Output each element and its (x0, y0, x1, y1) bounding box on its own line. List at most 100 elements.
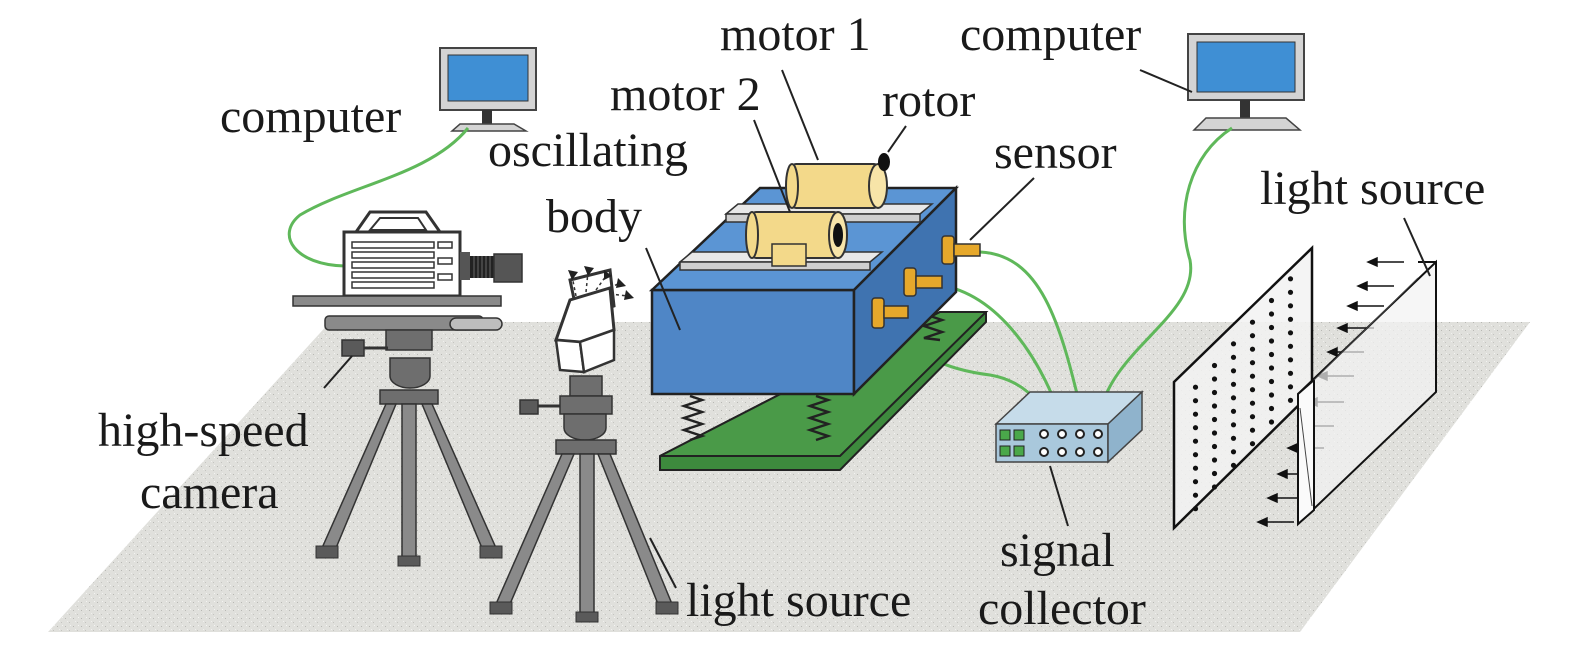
screen-dot (1287, 316, 1294, 322)
screen-dot (1230, 341, 1237, 347)
spring-icon (680, 314, 946, 442)
screen-dot (1230, 381, 1237, 387)
motor-1-icon (785, 153, 890, 209)
screen-dot (1268, 324, 1275, 331)
screen-dot (1249, 333, 1256, 339)
screen-dot (1230, 354, 1237, 360)
light-arrow-head (1276, 468, 1288, 480)
light-source-bottom-label: light source (686, 574, 911, 627)
screen-dot (1211, 416, 1218, 423)
screen-dot (1230, 449, 1237, 455)
collector-label: collector (978, 582, 1146, 635)
signal-collector-icon (994, 390, 1144, 464)
motor-1-label: motor 1 (720, 8, 871, 61)
screen-dot (1230, 435, 1237, 441)
screen-dot (1230, 462, 1237, 468)
camera-tripod-icon (292, 295, 503, 567)
screen-dot (1192, 465, 1199, 471)
screen-dot (1287, 397, 1294, 403)
screen-dot (1287, 303, 1294, 309)
screen-dot (1249, 400, 1256, 406)
screen-dot (1249, 373, 1256, 379)
screen-dot (1192, 492, 1199, 498)
screen-dot (1249, 387, 1256, 393)
screen-dot (1230, 408, 1237, 414)
lamp-light-source-icon (553, 266, 634, 374)
signal-label: signal (1000, 524, 1115, 577)
light-arrow-head (1346, 300, 1358, 312)
camera-label: camera (140, 466, 279, 519)
screen-dot (1268, 378, 1275, 385)
screen-dot (1249, 360, 1256, 366)
screen-dot (1287, 289, 1294, 295)
computer-right-icon (1187, 33, 1305, 131)
screen-dot (1249, 441, 1256, 447)
light-arrow-head (1266, 492, 1278, 504)
screen-dot (1268, 405, 1275, 412)
screen-dot (1249, 427, 1256, 433)
screen-dot (1192, 452, 1199, 458)
leader-lines (323, 69, 1431, 589)
screen-dot (1211, 376, 1218, 382)
lamp-tripod-icon (489, 375, 679, 623)
screen-dot (1192, 479, 1199, 485)
screen-dot (1249, 414, 1256, 420)
screen-dot (1268, 419, 1275, 425)
screen-dot (1192, 384, 1199, 390)
high-speed-camera-icon (342, 210, 523, 298)
screen-dot (1268, 311, 1275, 317)
screen-dot (1211, 403, 1218, 409)
screen-dot (1230, 422, 1237, 428)
screen-dot (1211, 457, 1218, 463)
computer-left-label: computer (220, 90, 401, 143)
screen-dot (1192, 438, 1199, 444)
light-source-right-label: light source (1260, 162, 1485, 215)
screen-dot (1192, 398, 1199, 404)
sensor-icon (871, 235, 981, 329)
screen-dot (1230, 395, 1237, 401)
high-speed-label: high-speed (98, 404, 309, 457)
body-label: body (546, 190, 642, 243)
cable-right-computer (1098, 126, 1233, 416)
screen-dot (1211, 362, 1218, 369)
motor-2-label: motor 2 (610, 68, 761, 121)
screen-dot (1211, 430, 1218, 436)
computer-right-label: computer (960, 8, 1141, 61)
screen-dot (1287, 384, 1294, 390)
screen-dot (1192, 411, 1199, 417)
screen-dot (1287, 276, 1294, 282)
screen-dot (1192, 425, 1199, 431)
screen-dot (1249, 319, 1256, 325)
motor-2-icon (745, 211, 848, 267)
screen-dot (1211, 389, 1218, 396)
screen-dot (1268, 351, 1275, 358)
screen-dot (1287, 370, 1294, 376)
screen-dot (1287, 357, 1294, 363)
screen-dot (1268, 392, 1275, 398)
sensor-label: sensor (994, 126, 1117, 179)
light-arrow-head (1256, 516, 1268, 528)
cable-sensor-1 (979, 250, 1084, 416)
screen-dot (1287, 343, 1294, 349)
panel-light-source-icon (1297, 259, 1437, 527)
screen-dot (1211, 443, 1218, 450)
screen-dot (1287, 330, 1294, 336)
screen-dot (1230, 368, 1237, 374)
screen-dot (1268, 365, 1275, 371)
screen-dot (1268, 338, 1275, 344)
screen-dot (1249, 346, 1256, 352)
light-arrow-head (1356, 280, 1368, 292)
light-arrow-head (1326, 346, 1338, 358)
oscillating-label: oscillating (488, 124, 688, 177)
screen-dot (1268, 297, 1275, 304)
screen-dot (1211, 470, 1218, 477)
light-arrow-head (1336, 322, 1348, 334)
rotor-label: rotor (882, 74, 975, 127)
screen-dot (1192, 506, 1199, 512)
computer-left-icon (439, 47, 537, 132)
screen-dot (1211, 484, 1218, 490)
dot-pattern-screen (1172, 245, 1314, 531)
light-arrow-head (1366, 256, 1378, 268)
